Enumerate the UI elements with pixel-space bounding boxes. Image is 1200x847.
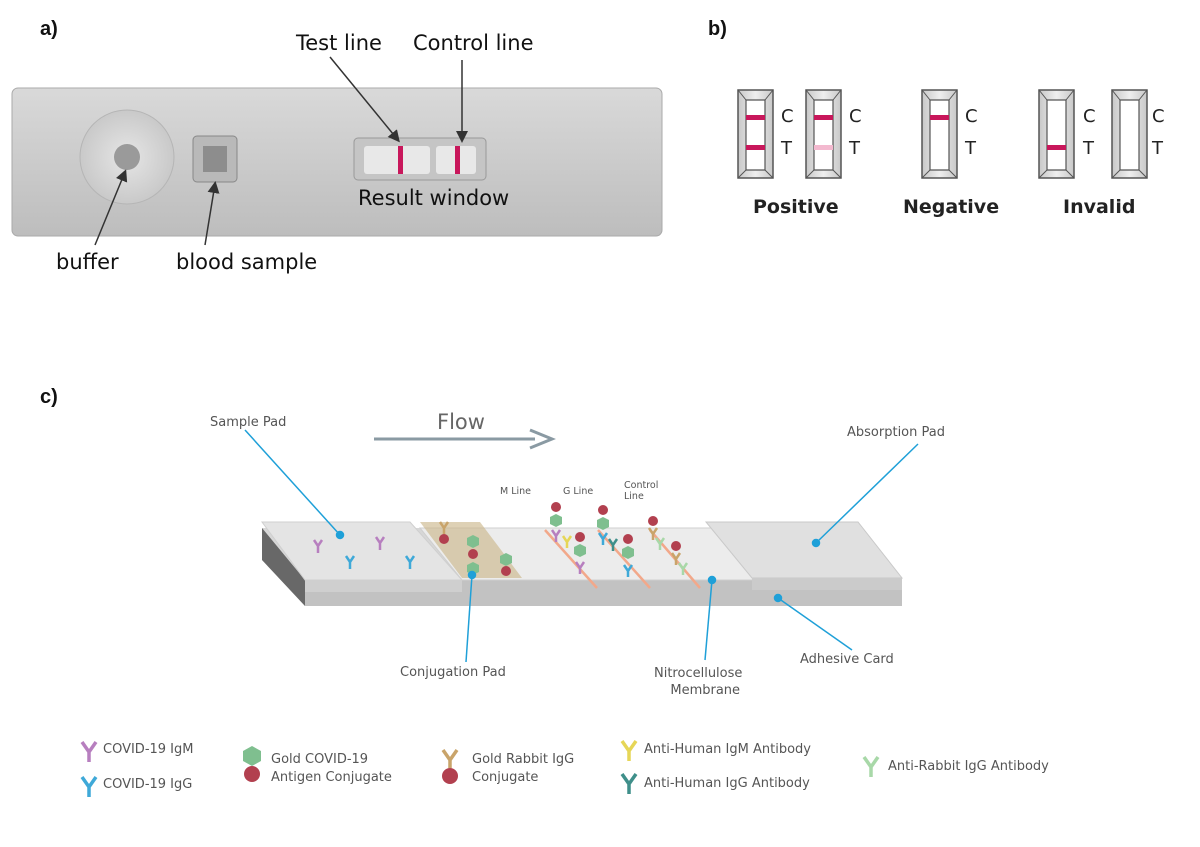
m-line-label: M Line — [500, 486, 532, 497]
test-line-label: Test line — [296, 31, 382, 55]
result-window-label: Result window — [358, 186, 510, 210]
t-label: T — [1083, 138, 1094, 159]
control-line-mark — [455, 146, 460, 174]
legend-anti-rabbit: Anti-Rabbit IgG Antibody — [888, 759, 1049, 774]
conjugation-pad-label: Conjugation Pad — [400, 665, 506, 680]
c-label: C — [849, 106, 862, 127]
legend-anti-igg: Anti-Human IgG Antibody — [644, 776, 810, 791]
legend-gold-rabbit-line1: Gold Rabbit IgG — [472, 752, 575, 767]
c-label: C — [1083, 106, 1096, 127]
anti-igm-icon — [620, 739, 638, 761]
buffer-label: buffer — [56, 250, 119, 274]
legend-anti-igm: Anti-Human IgM Antibody — [644, 742, 811, 757]
c-label: C — [781, 106, 794, 127]
positive-label: Positive — [753, 196, 839, 218]
t-label: T — [849, 138, 860, 159]
nitrocellulose-line2: Membrane — [670, 683, 741, 698]
negative-label: Negative — [903, 196, 1000, 218]
anti-rabbit-icon — [862, 755, 880, 777]
panel-label-c: c) — [40, 386, 58, 408]
legend-igm: COVID-19 IgM — [103, 742, 194, 757]
t-label: T — [1152, 138, 1163, 159]
panel-label-a: a) — [40, 18, 58, 40]
test-line-mark — [398, 146, 403, 174]
control-line-label: Control line — [413, 31, 534, 55]
igm-icon — [80, 740, 98, 762]
absorption-pad-label: Absorption Pad — [847, 425, 945, 440]
result-interpretation — [737, 89, 1148, 179]
sample-pad-label: Sample Pad — [210, 415, 287, 430]
flow-label: Flow — [437, 410, 485, 434]
control-line-label-line2: Line — [624, 491, 644, 502]
c-label: C — [965, 106, 978, 127]
c-label: C — [1152, 106, 1165, 127]
invalid-label: Invalid — [1063, 196, 1136, 218]
nitrocellulose-line1: Nitrocellulose — [654, 666, 743, 681]
legend-gold-rabbit: Gold Rabbit IgG Conjugate — [472, 751, 574, 787]
test-cassette — [11, 56, 663, 246]
legend-icons — [80, 739, 880, 797]
panel-label-b: b) — [708, 18, 727, 40]
t-label: T — [781, 138, 792, 159]
anti-igg-icon — [620, 772, 638, 794]
legend-gold-antigen-line1: Gold COVID-19 — [271, 752, 369, 767]
adhesive-card-label: Adhesive Card — [800, 652, 894, 667]
control-line-label-line1: Control — [624, 480, 659, 491]
gold-antigen-icon — [243, 746, 261, 766]
legend-gold-antigen: Gold COVID-19 Antigen Conjugate — [271, 751, 392, 787]
control-line-label-c: Control Line — [624, 480, 658, 502]
legend-gold-rabbit-line2: Conjugate — [472, 770, 539, 785]
nitrocellulose-label: Nitrocellulose Membrane — [654, 665, 742, 699]
g-line-label: G Line — [563, 486, 594, 497]
legend-gold-antigen-line2: Antigen Conjugate — [271, 770, 392, 785]
blood-sample-label: blood sample — [176, 250, 318, 274]
gold-rabbit-icon — [441, 748, 459, 768]
igg-icon — [80, 775, 98, 797]
legend-igg: COVID-19 IgG — [103, 777, 193, 792]
t-label: T — [965, 138, 976, 159]
lateral-flow-strip — [244, 428, 919, 663]
